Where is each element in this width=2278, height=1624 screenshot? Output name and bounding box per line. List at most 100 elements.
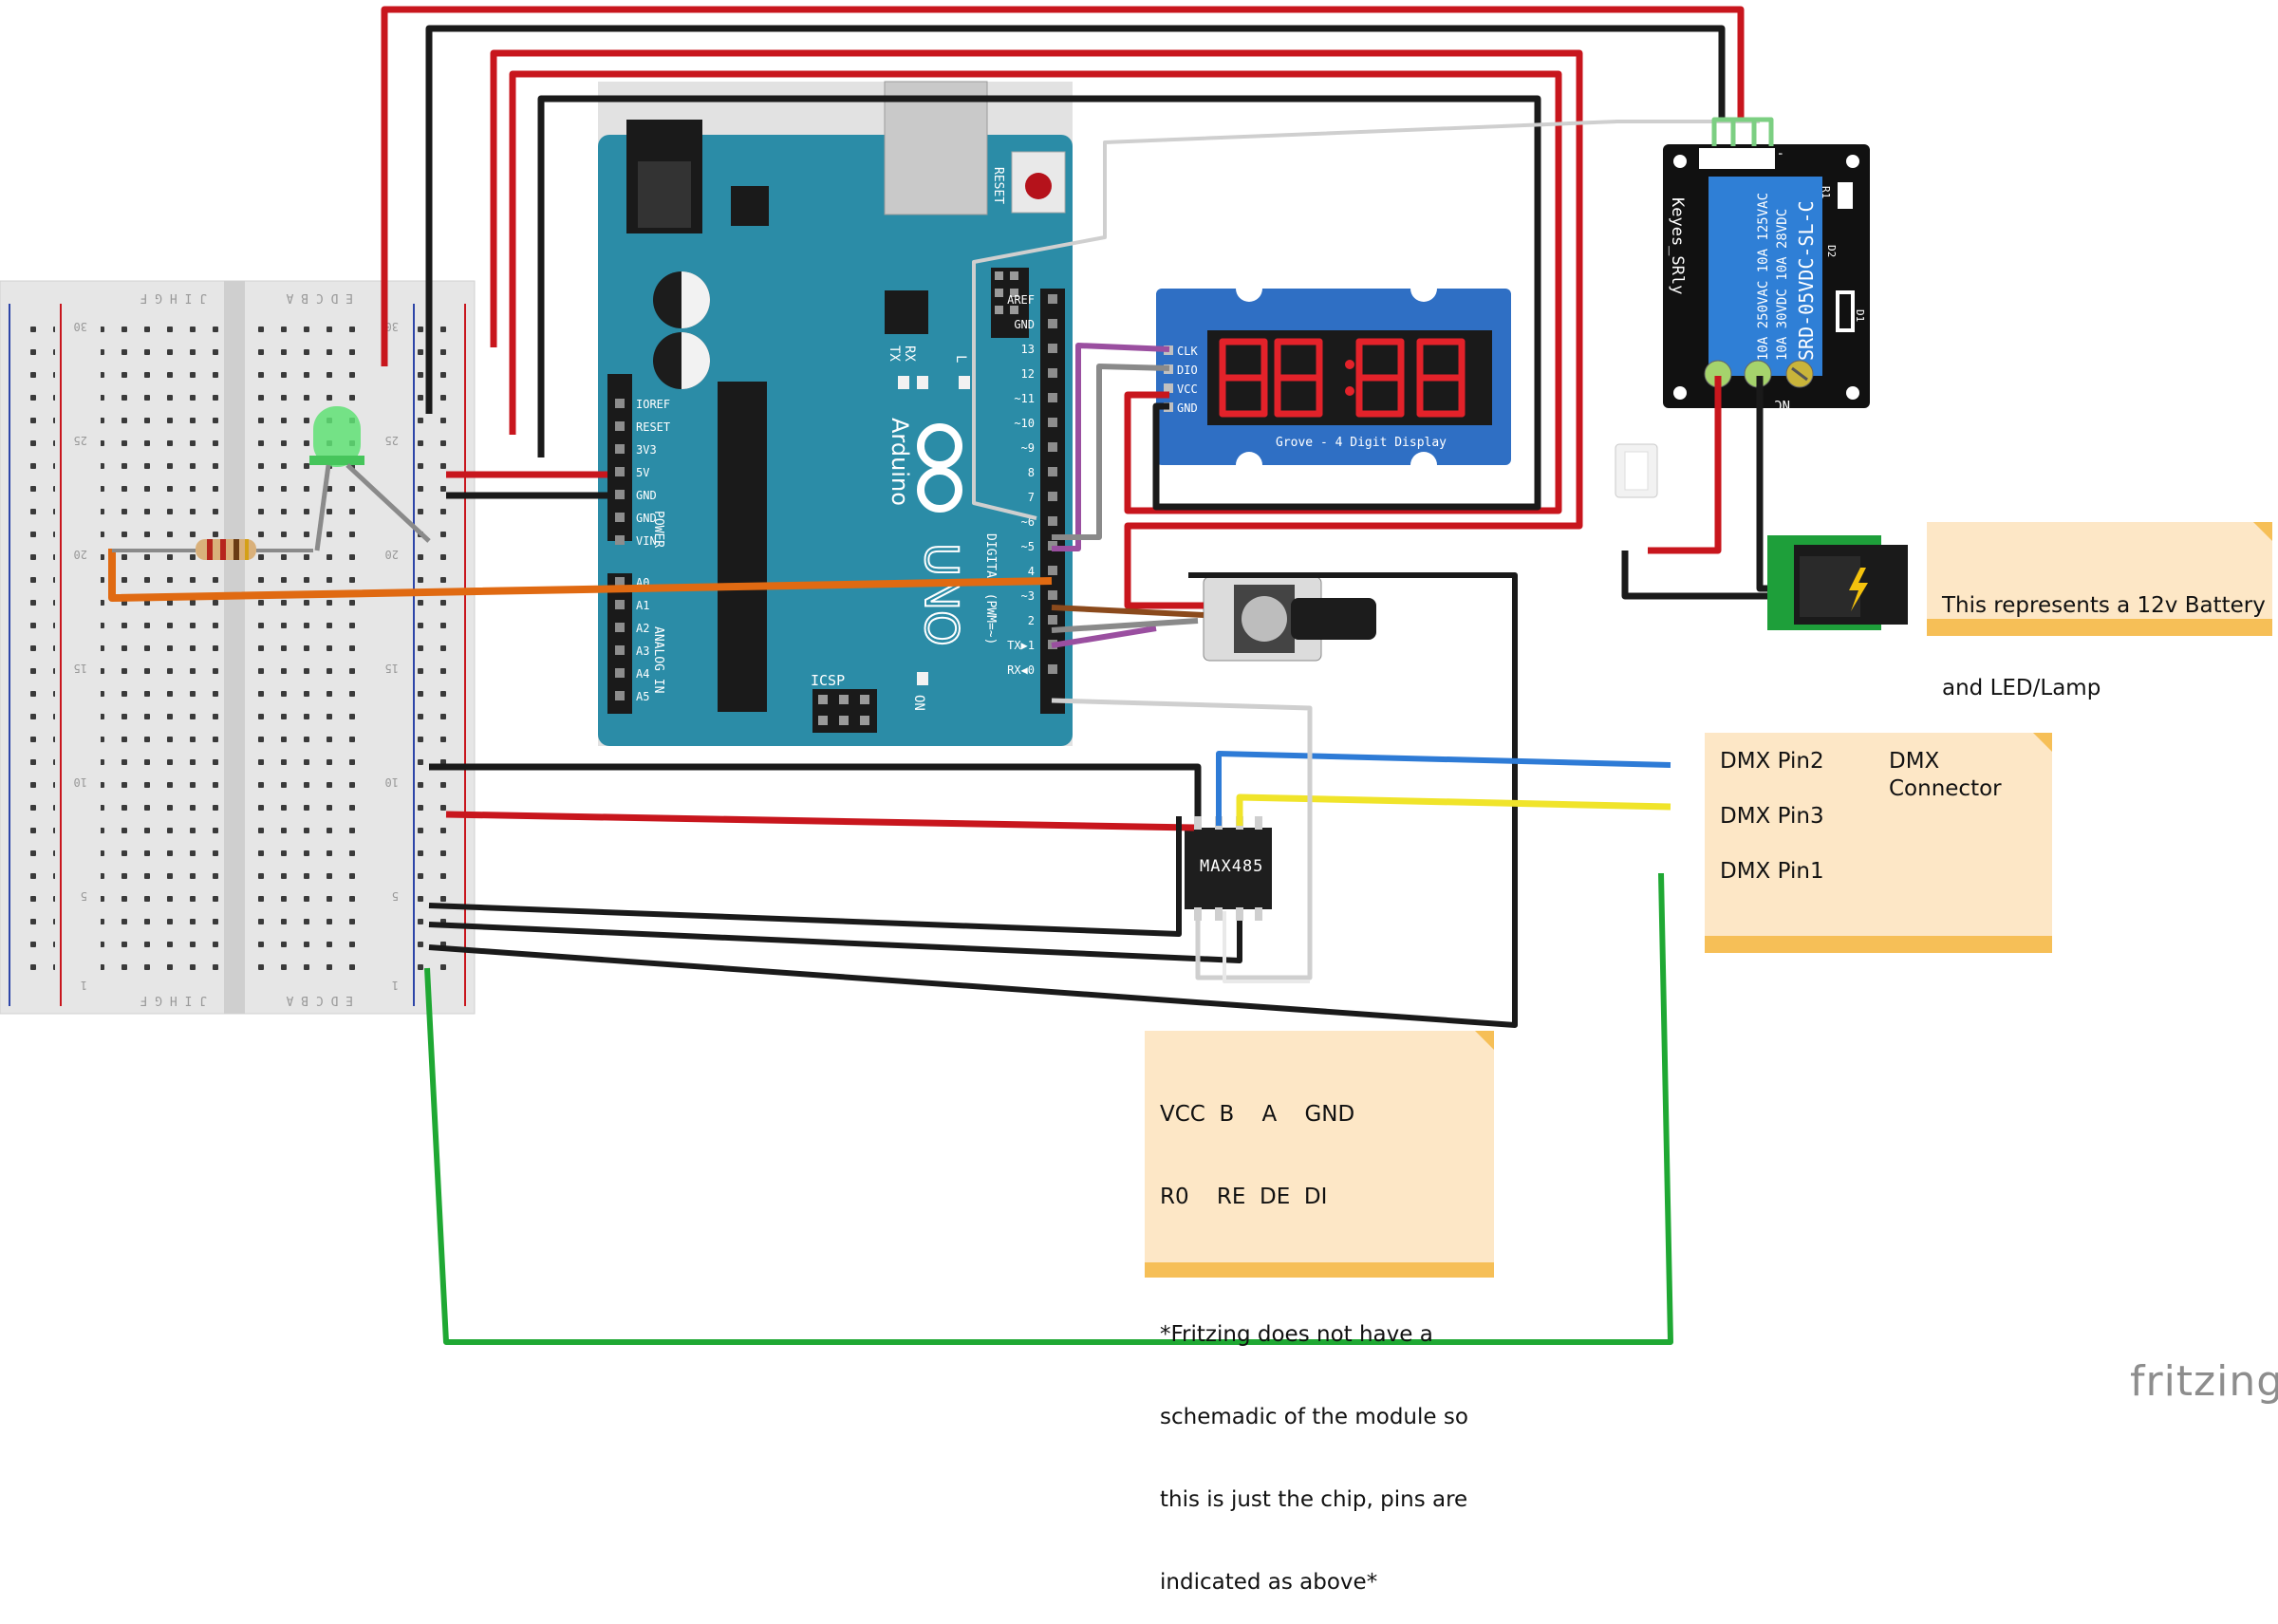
display-pin-label: CLK — [1177, 345, 1198, 358]
max485-note-line-4: *Fritzing does not have a — [1160, 1322, 1433, 1347]
max485-note-line-2: R0 RE DE DI — [1160, 1185, 1328, 1209]
bb-row-label: 1 — [392, 979, 399, 992]
header-pin — [615, 535, 625, 545]
digital-pin-label: 12 — [1021, 367, 1035, 381]
reset-label: RESET — [991, 167, 1005, 204]
on-label: ON — [911, 695, 926, 711]
header-pin — [1048, 442, 1057, 452]
bb-row-label: 25 — [385, 434, 399, 447]
analog-pin-label: A5 — [636, 690, 649, 703]
green-led — [309, 406, 364, 467]
potentiometer — [1203, 576, 1376, 662]
dmx-pin2: DMX Pin2 — [1720, 749, 1824, 774]
header-pin — [1048, 566, 1057, 575]
digital-pin-label: ~10 — [1014, 417, 1035, 430]
dmx-pin3: DMX Pin3 — [1720, 804, 1824, 829]
wires — [108, 6, 1774, 1345]
header-pin — [1048, 418, 1057, 427]
header-pin — [615, 577, 625, 587]
max485-note-line-7: indicated as above* — [1160, 1570, 1378, 1595]
header-pin — [1048, 590, 1057, 600]
header-pin — [615, 421, 625, 431]
relay-brand: Keyes_SRly — [1668, 197, 1687, 294]
digital-pin-label: ~9 — [1021, 441, 1035, 455]
seven-segment-digits — [1219, 338, 1466, 418]
digital-pin-label: 13 — [1021, 343, 1035, 356]
relay-spec-2: 10A 30VDC 10A 28VDC — [1775, 209, 1790, 361]
digital-pin-label: RX◀0 — [1007, 663, 1035, 677]
analog-pin-label: A1 — [636, 599, 649, 612]
fritzing-logo: fritzing — [2130, 1357, 2278, 1406]
power-bolt-icon — [1849, 568, 1868, 611]
dmx-connector-2: Connector — [1889, 776, 2002, 801]
analog-pin-label: A2 — [636, 622, 649, 635]
relay-module: Keyes_SRly SRD-05VDC-SL-C 10A 250VAC 10A… — [1663, 144, 1870, 412]
tx-label: TX — [887, 345, 902, 362]
header-pin — [1048, 664, 1057, 674]
digital-label: DIGITAL (PWM=~) — [983, 533, 998, 644]
bb-row-label: 5 — [392, 889, 399, 903]
relay-mark-r1: R1 — [1820, 186, 1832, 198]
digital-pin-label: ~3 — [1021, 589, 1035, 603]
header-pin — [615, 623, 625, 632]
header-pin — [1048, 516, 1057, 526]
power-pin-label: GND — [636, 489, 657, 502]
header-pin — [1048, 467, 1057, 476]
header-pin — [615, 513, 625, 522]
bb-row-label: 30 — [385, 320, 399, 333]
max485-note-line-6: this is just the chip, pins are — [1160, 1487, 1468, 1512]
header-pin — [615, 399, 625, 408]
max485-label: MAX485 — [1200, 857, 1263, 876]
bb-letters-top-left: J I H G F — [140, 290, 207, 305]
dmx-pin1: DMX Pin1 — [1720, 859, 1824, 884]
bb-row-label: 5 — [81, 889, 87, 903]
header-pin — [1048, 319, 1057, 328]
digital-pin-label: GND — [1014, 318, 1035, 331]
digital-pin-label: 8 — [1028, 466, 1035, 479]
battery-note: This represents a 12v Battery and LED/La… — [1942, 537, 2266, 730]
header-pin — [615, 444, 625, 454]
display-caption: Grove - 4 Digit Display — [1276, 436, 1447, 450]
digital-pin-label: AREF — [1007, 293, 1035, 307]
max485-note-line-5: schemadic of the module so — [1160, 1405, 1468, 1429]
header-pin — [1048, 393, 1057, 402]
digital-pin-label: 4 — [1028, 565, 1035, 578]
dmx-note: DMX Pin2 DMX Connector DMX Pin3 DMX Pin1 — [1720, 748, 2002, 913]
header-pin — [1048, 492, 1057, 501]
header-pin — [615, 490, 625, 499]
l-label: L — [953, 355, 968, 363]
header-pin — [615, 691, 625, 700]
power-label: POWER — [651, 511, 665, 548]
analog-label: ANALOG IN — [651, 626, 665, 693]
bb-row-label: 15 — [385, 662, 399, 675]
digital-pin-label: ~5 — [1021, 540, 1035, 553]
bb-row-label: 30 — [74, 320, 87, 333]
bb-row-label: 25 — [74, 434, 87, 447]
bb-row-label: 10 — [385, 775, 399, 789]
power-pin-label: 5V — [636, 466, 649, 479]
power-pin-label: GND — [636, 512, 657, 525]
header-pin — [1048, 615, 1057, 625]
arduino-model: UNO — [914, 543, 967, 646]
bb-row-label: 10 — [74, 775, 87, 789]
white-led — [1615, 443, 1658, 498]
display-pin-label: DIO — [1177, 364, 1198, 377]
circuit-canvas: J I H G F E D C B A J I H G F E D C B A … — [0, 6, 2272, 1345]
bb-row-label: 20 — [385, 548, 399, 561]
rx-label: RX — [902, 345, 917, 362]
display-pin-label: VCC — [1177, 383, 1198, 396]
breadboard: J I H G F E D C B A J I H G F E D C B A … — [0, 280, 476, 1015]
digital-pin-label: ~11 — [1014, 392, 1035, 405]
display-pin-label: GND — [1177, 401, 1198, 415]
relay-mark-d1: D1 — [1854, 309, 1866, 322]
grove-4-digit-display: Grove - 4 Digit Display CLK DIO VCC GND — [1156, 275, 1511, 478]
bb-row-label: 1 — [81, 979, 87, 992]
relay-nc: NC — [1774, 397, 1790, 412]
max485-chip: MAX485 — [1185, 816, 1272, 921]
relay-model: SRD-05VDC-SL-C — [1795, 200, 1818, 361]
digital-pin-label: TX▶1 — [1007, 639, 1035, 652]
